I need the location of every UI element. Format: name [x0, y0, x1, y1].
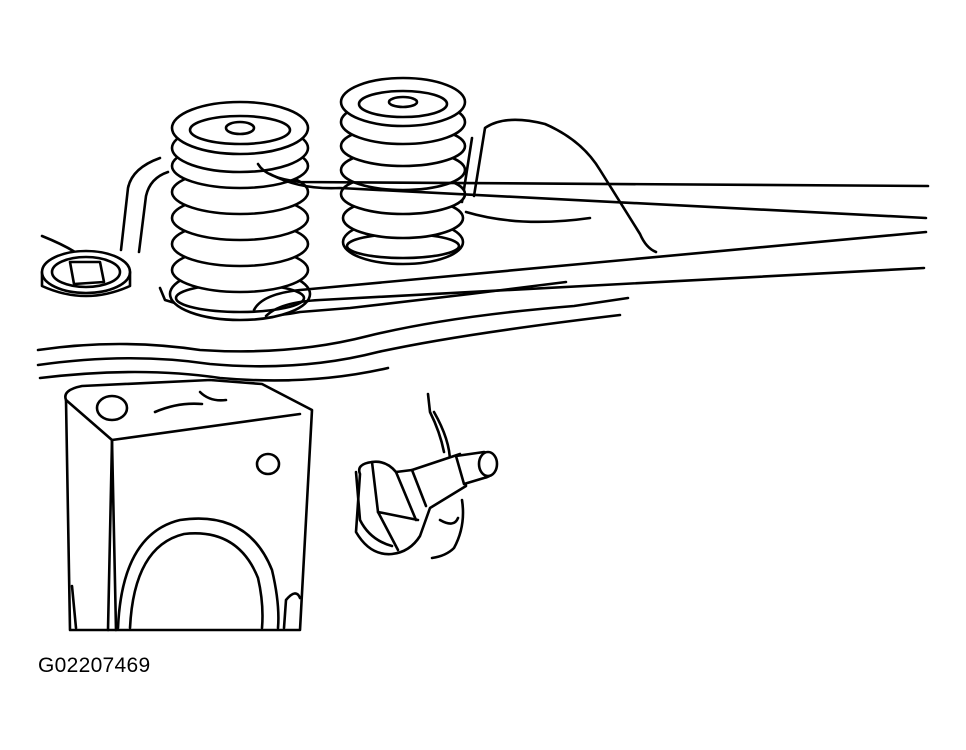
rear-valve-spring — [339, 76, 467, 266]
valve-stem-seal-part — [354, 392, 499, 560]
front-valve-spring — [168, 100, 312, 322]
figure-id-label: G02207469 — [38, 654, 151, 677]
valve-spring-removal-tool — [252, 162, 930, 318]
hex-socket-plug — [40, 249, 132, 298]
engine-block-section — [64, 378, 314, 632]
